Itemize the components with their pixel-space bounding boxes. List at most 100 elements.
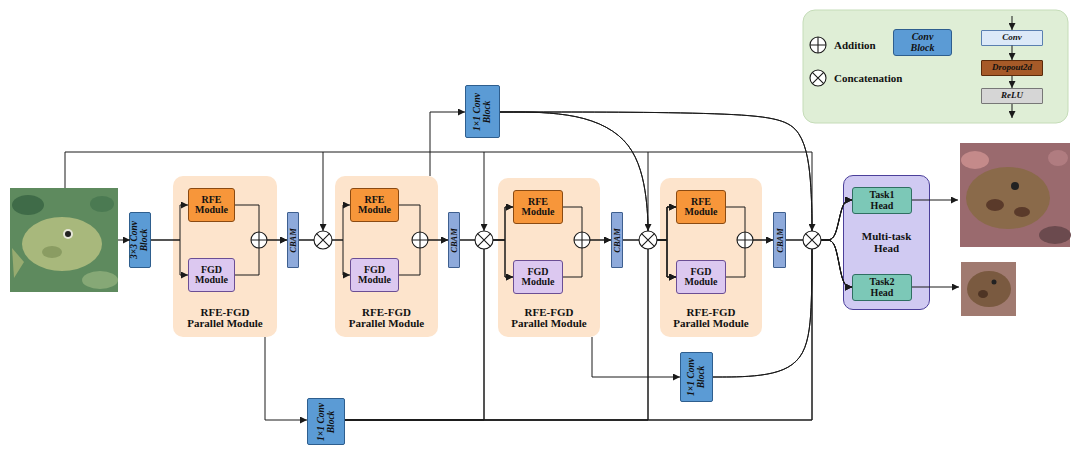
cbam-block: CBAM — [287, 212, 299, 268]
connector — [345, 240, 852, 420]
parallel-module: RFE-FGD Parallel Module RFE ModuleFGD Mod… — [498, 178, 600, 337]
node-label: RFE Module — [516, 197, 560, 218]
photo-ground — [961, 262, 1016, 316]
legend-dropout: Dropout2d — [981, 60, 1043, 76]
connector — [151, 240, 188, 275]
fish-body — [967, 271, 1011, 307]
fish-eye — [65, 231, 71, 237]
node-label: RFE Module — [679, 197, 723, 218]
connector — [1012, 46, 1013, 61]
fgd-module: FGD Module — [188, 258, 235, 292]
rfe-module: RFE Module — [513, 190, 563, 224]
addition-symbol — [574, 232, 590, 248]
legend-panel — [803, 10, 1068, 123]
connector — [345, 200, 852, 420]
rfe-module: RFE Module — [676, 190, 726, 224]
legend-conv: Conv — [981, 30, 1043, 46]
fish-spot — [978, 290, 988, 298]
addition-symbol — [412, 232, 428, 248]
node-label: FGD Module — [679, 267, 723, 288]
addition-symbol — [737, 232, 753, 248]
node-label: RFE-FGD Parallel Module — [185, 307, 265, 330]
connector — [713, 200, 852, 377]
node-label: CBAM — [450, 214, 459, 266]
input-image — [10, 188, 118, 292]
photo-blotch — [1039, 226, 1071, 244]
concatenation-symbol — [803, 231, 821, 249]
fish-eye — [1011, 182, 1019, 190]
node-label: FGD Module — [353, 265, 396, 286]
output-wire — [912, 200, 958, 201]
legend-item: Concatenation — [834, 70, 902, 86]
skip-wire — [65, 152, 812, 231]
connector — [345, 207, 676, 420]
task-head: Task1 Head — [852, 187, 912, 214]
parallel-module: RFE-FGD Parallel ModuleRFE ModuleFGD Mod… — [660, 178, 762, 337]
connector — [786, 240, 852, 287]
cbam-block: CBAM — [448, 212, 460, 268]
photo-blotch — [82, 271, 118, 289]
concatenation-symbol — [475, 231, 493, 249]
connector — [592, 337, 680, 377]
conv-block: 1×1 Conv Block — [465, 85, 500, 138]
fish-spot — [1014, 207, 1030, 217]
connector — [430, 112, 465, 176]
legend-wire — [1012, 16, 1013, 30]
node-label: FGD Module — [191, 265, 232, 286]
conv-block: 1×1 Conv Block — [307, 398, 345, 445]
legend-label: Concatenation — [834, 70, 902, 86]
fish-tail — [12, 248, 24, 278]
legend-item: Addition — [834, 37, 876, 53]
photo-blotch — [1048, 150, 1068, 166]
node-label: RFE Module — [353, 195, 396, 216]
conv-block: 1×1 Conv Block — [680, 352, 713, 402]
node-label: Conv Block — [903, 32, 943, 53]
connector — [500, 112, 852, 240]
rfe-module: RFE Module — [350, 188, 399, 222]
connector — [345, 240, 676, 420]
node-label: Dropout2d — [992, 63, 1032, 72]
output-wire — [912, 287, 959, 288]
fish-body — [966, 167, 1050, 229]
photo-blotch — [961, 151, 989, 169]
connector — [1012, 76, 1013, 88]
parallel-module: RFE-FGD Parallel Module RFE ModuleFGD Mod… — [173, 176, 277, 337]
photo-ground — [960, 143, 1070, 247]
cbam-block: CBAM — [611, 212, 623, 268]
node-label: RFE Module — [191, 195, 232, 216]
fgd-module: FGD Module — [350, 258, 399, 292]
skip-wire — [323, 152, 324, 231]
node-label: 1×1 Conv Block — [316, 400, 336, 443]
rfe-module: RFE Module — [188, 188, 235, 222]
legend-conv-block: Conv Block — [893, 29, 952, 56]
multitask-head: Multi-task HeadTask1 HeadTask2 Head — [843, 175, 930, 310]
conv-block: 3×3 Conv Block — [129, 212, 151, 268]
photo-blotch — [12, 195, 44, 215]
fish-spot — [986, 199, 1004, 211]
node-label: CBAM — [289, 214, 298, 266]
fish-spot — [42, 246, 62, 258]
node-label: RFE-FGD Parallel Module — [347, 307, 427, 330]
legend-addition-symbol — [810, 37, 826, 53]
connector — [500, 112, 852, 287]
fgd-module: FGD Module — [513, 260, 563, 294]
node-label: Multi-task Head — [851, 231, 923, 254]
skip-wire — [484, 152, 485, 231]
cbam-block: CBAM — [773, 212, 786, 268]
legend-wire — [1012, 104, 1013, 118]
fgd-module: FGD Module — [676, 260, 726, 294]
photo-ground — [10, 188, 118, 292]
concatenation-symbol — [314, 231, 332, 249]
node-label: 3×3 Conv Block — [130, 214, 150, 266]
node-label: 1×1 Conv Block — [473, 87, 493, 136]
node-label: CBAM — [775, 214, 784, 266]
node-label: FGD Module — [516, 267, 560, 288]
fish-eye-ring — [63, 229, 73, 239]
fish-body — [22, 217, 102, 271]
fish-eye — [992, 280, 997, 285]
addition-symbol — [251, 232, 267, 248]
node-label: RFE-FGD Parallel Module — [509, 307, 589, 330]
